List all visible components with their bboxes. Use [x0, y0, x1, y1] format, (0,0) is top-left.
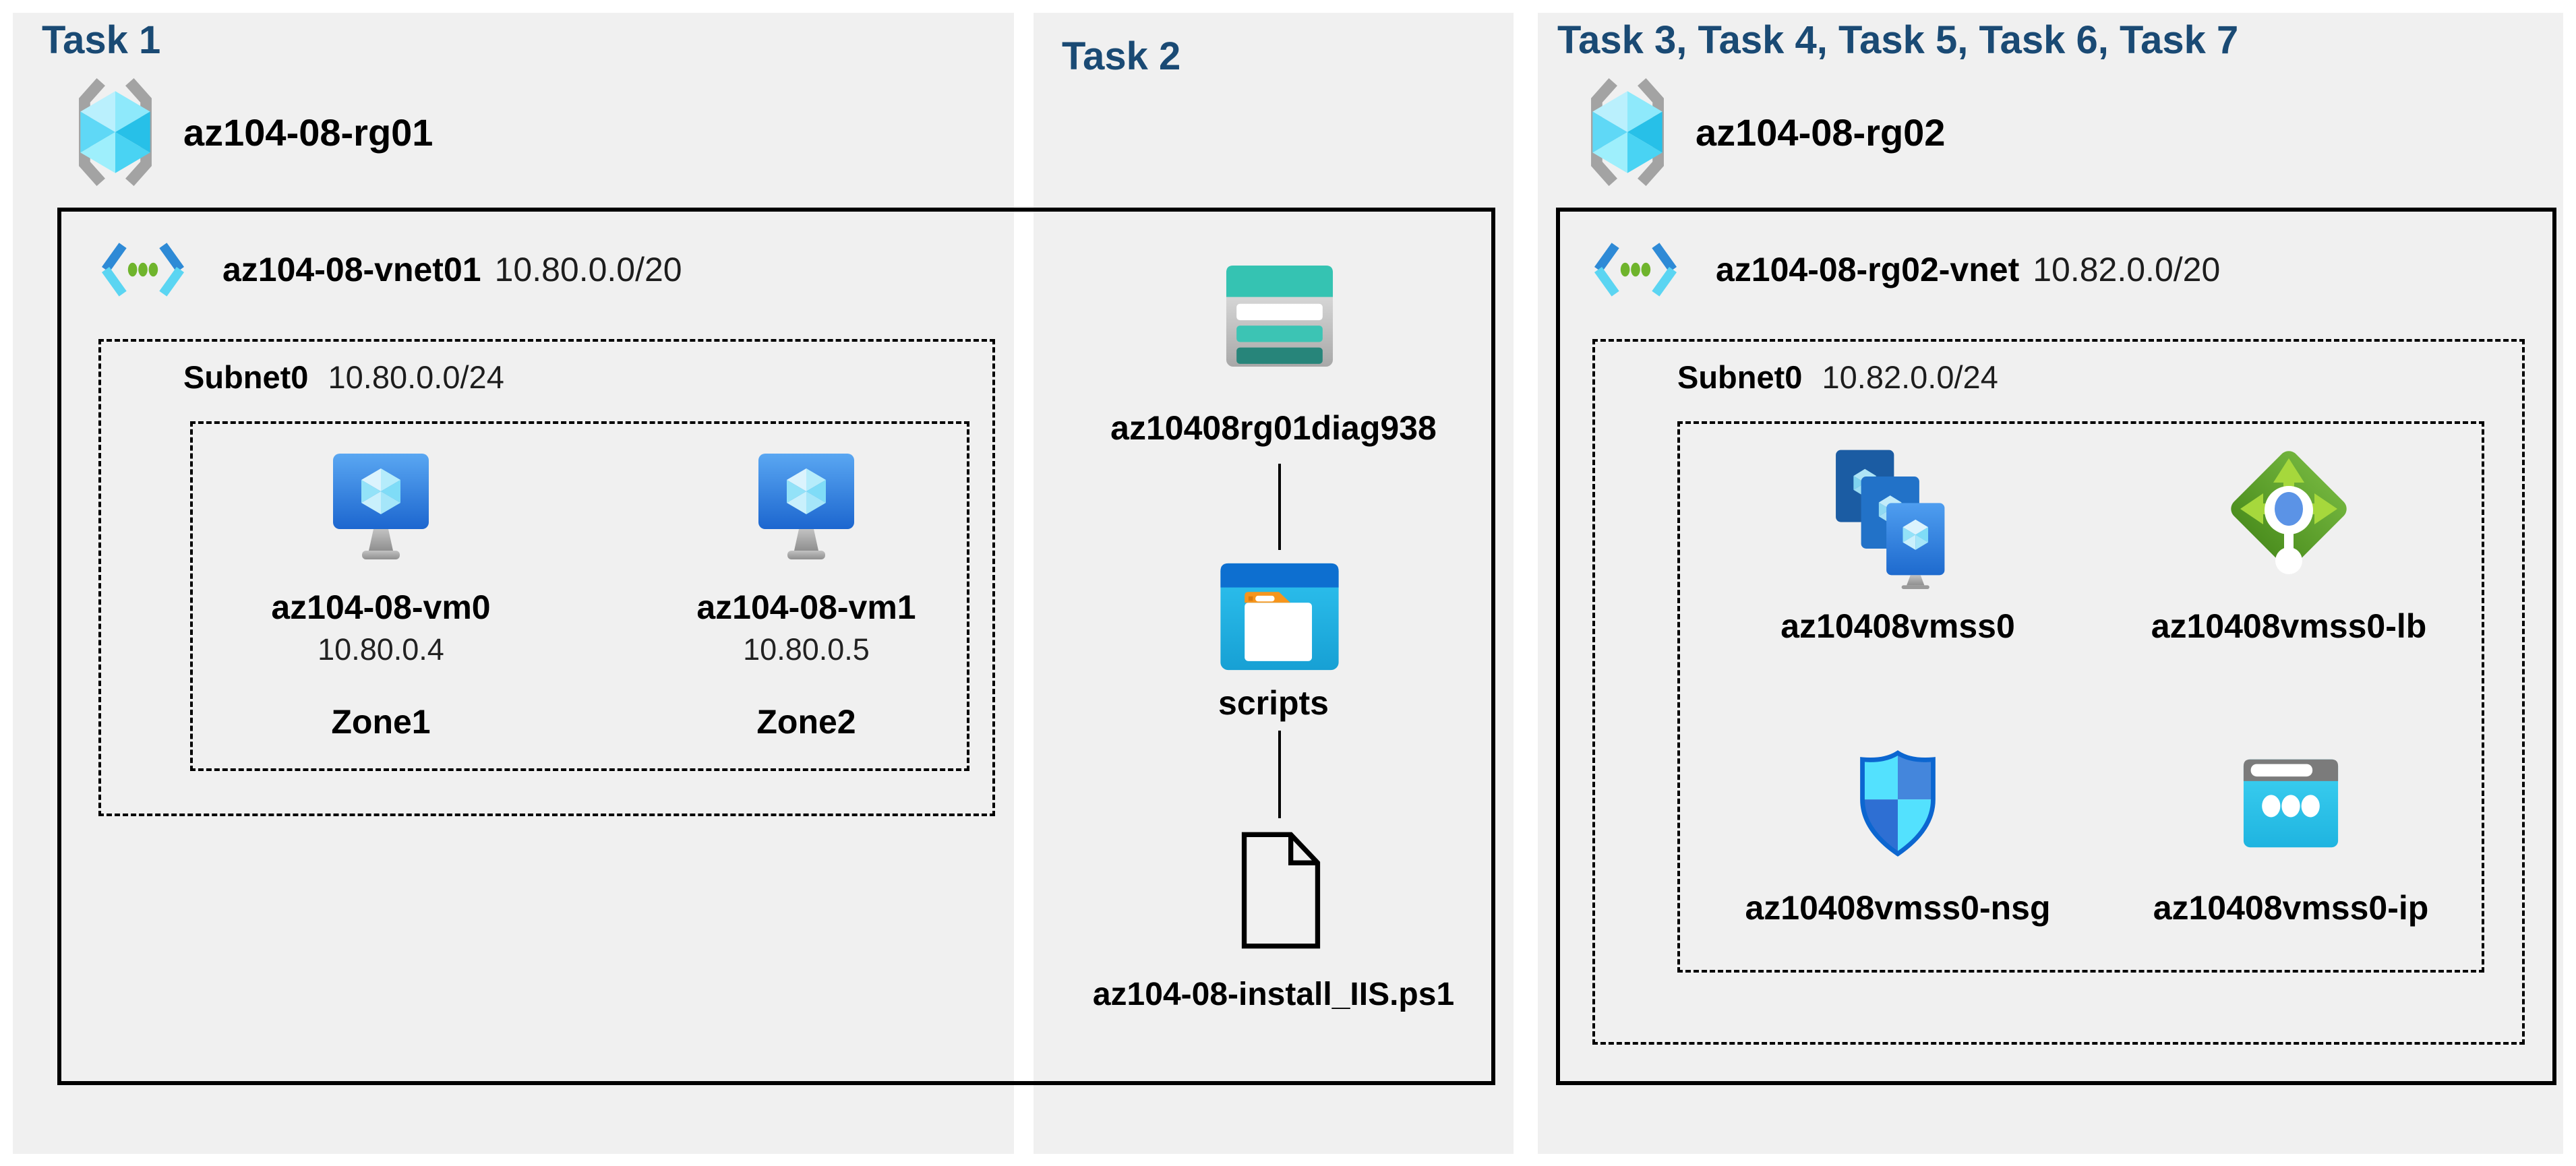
vnet-label: az104-08-rg02-vnet 10.82.0.0/20 — [1716, 229, 2220, 310]
public-ip-icon — [2243, 759, 2339, 848]
subnet-cidr: 10.82.0.0/24 — [1822, 359, 1998, 395]
vnet-boundary-box-1 — [57, 208, 1495, 1085]
resource-group-name: az104-08-rg02 — [1696, 111, 1946, 154]
panel-task1 — [13, 13, 1014, 1154]
vnet-boundary-box-2 — [1556, 208, 2556, 1085]
blob-container-icon — [1220, 563, 1339, 671]
script-file-name: az104-08-install_IIS.ps1 — [1092, 977, 1455, 1012]
public-ip-name: az10408vmss0-ip — [2153, 889, 2429, 927]
container-name: scripts — [1218, 684, 1329, 722]
vm-zone: Zone2 — [756, 703, 856, 741]
task3-title: Task 3, Task 4, Task 5, Task 6, Task 7 — [1557, 18, 2239, 62]
vm-name: az104-08-vm0 — [271, 588, 491, 626]
panel-task3 — [1538, 13, 2563, 1154]
task2-title: Task 2 — [1062, 34, 1181, 78]
vmss-name: az10408vmss0 — [1780, 607, 2015, 645]
nsg-name: az10408vmss0-nsg — [1745, 889, 2051, 927]
vnet-cidr: 10.82.0.0/20 — [2033, 251, 2221, 288]
vmss-group-box — [1677, 421, 2484, 973]
subnet-box-2 — [1592, 339, 2525, 1045]
load-balancer-name: az10408vmss0-lb — [2151, 607, 2427, 645]
resource-group-name: az104-08-rg01 — [183, 111, 433, 154]
virtual-network-icon — [101, 243, 185, 297]
vnet-name: az104-08-rg02-vnet — [1716, 251, 2020, 288]
resource-group-icon — [79, 78, 152, 187]
task1-title: Task 1 — [42, 18, 161, 62]
subnet-name: Subnet0 — [183, 359, 309, 395]
resource-group-icon — [1591, 78, 1664, 187]
subnet-label: Subnet0 10.82.0.0/24 — [1677, 359, 1998, 396]
virtual-network-icon — [1594, 243, 1677, 297]
subnet-box-1 — [98, 339, 995, 816]
vm-group-box — [190, 421, 969, 771]
load-balancer-icon — [2231, 451, 2347, 574]
powershell-file-icon — [1241, 832, 1321, 949]
subnet-label: Subnet0 10.80.0.0/24 — [183, 359, 504, 396]
vm-name: az104-08-vm1 — [696, 588, 916, 626]
vm-ip: 10.80.0.4 — [318, 632, 444, 667]
storage-account-icon — [1226, 266, 1334, 367]
virtual-machine-icon — [758, 454, 854, 559]
vnet-name: az104-08-vnet01 — [222, 251, 481, 288]
vnet-label: az104-08-vnet01 10.80.0.0/20 — [222, 229, 682, 310]
connector-line — [1278, 731, 1281, 818]
storage-account-name: az10408rg01diag938 — [1110, 409, 1437, 447]
connector-line — [1278, 464, 1281, 550]
vm-zone: Zone1 — [331, 703, 431, 741]
subnet-name: Subnet0 — [1677, 359, 1803, 395]
vm-scale-set-icon — [1836, 450, 1945, 589]
subnet-cidr: 10.80.0.0/24 — [328, 359, 504, 395]
vnet-cidr: 10.80.0.0/20 — [494, 251, 682, 288]
network-security-group-icon — [1860, 750, 1936, 857]
virtual-machine-icon — [333, 454, 429, 559]
vm-ip: 10.80.0.5 — [743, 632, 870, 667]
